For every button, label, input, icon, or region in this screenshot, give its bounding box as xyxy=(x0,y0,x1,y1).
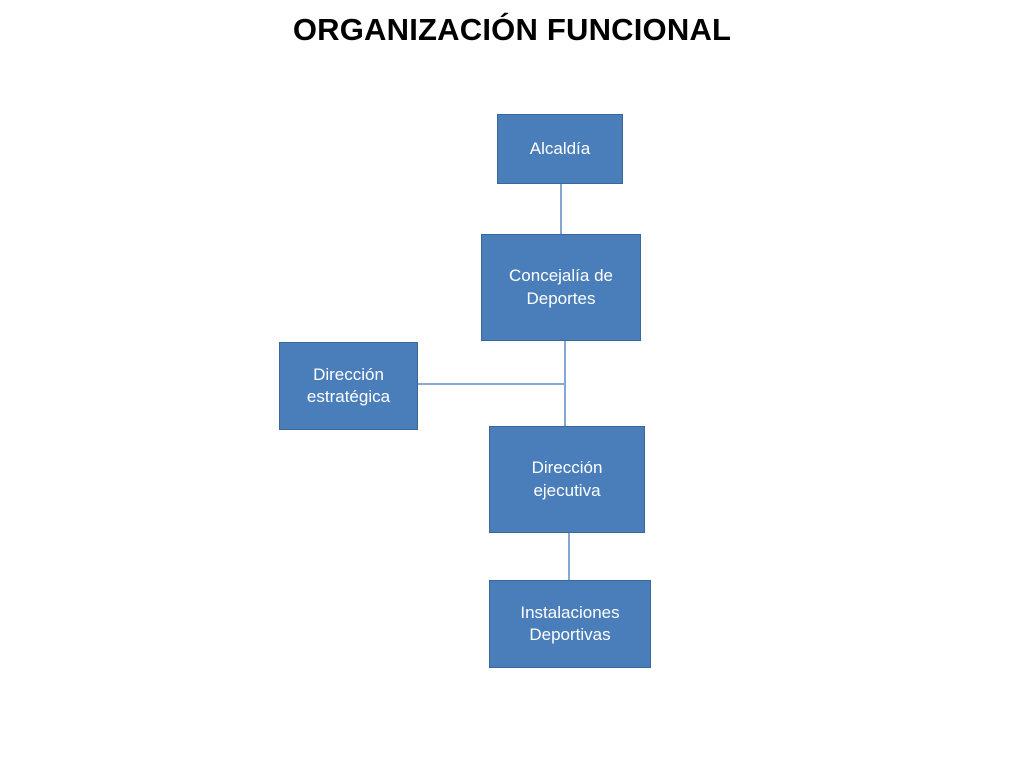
org-node-label: Alcaldía xyxy=(529,138,591,158)
connector-alcaldia-concejalia xyxy=(560,184,562,234)
org-node-label: Concejalía de Deportes xyxy=(509,266,613,308)
org-node-alcaldia[interactable]: Alcaldía xyxy=(497,114,623,184)
org-node-label: Dirección ejecutiva xyxy=(531,458,603,500)
org-node-direccion-ejecutiva[interactable]: Dirección ejecutiva xyxy=(489,426,645,533)
connector-estrategica-trunk xyxy=(418,383,566,385)
org-node-label: Dirección estratégica xyxy=(306,364,391,406)
org-node-concejalia[interactable]: Concejalía de Deportes xyxy=(481,234,641,341)
org-node-instalaciones[interactable]: Instalaciones Deportivas xyxy=(489,580,651,668)
connector-ejecutiva-instalaciones xyxy=(568,533,570,580)
org-node-direccion-estrategica[interactable]: Dirección estratégica xyxy=(279,342,418,430)
org-node-label: Instalaciones Deportivas xyxy=(520,602,620,644)
page-title: ORGANIZACIÓN FUNCIONAL xyxy=(292,12,732,47)
